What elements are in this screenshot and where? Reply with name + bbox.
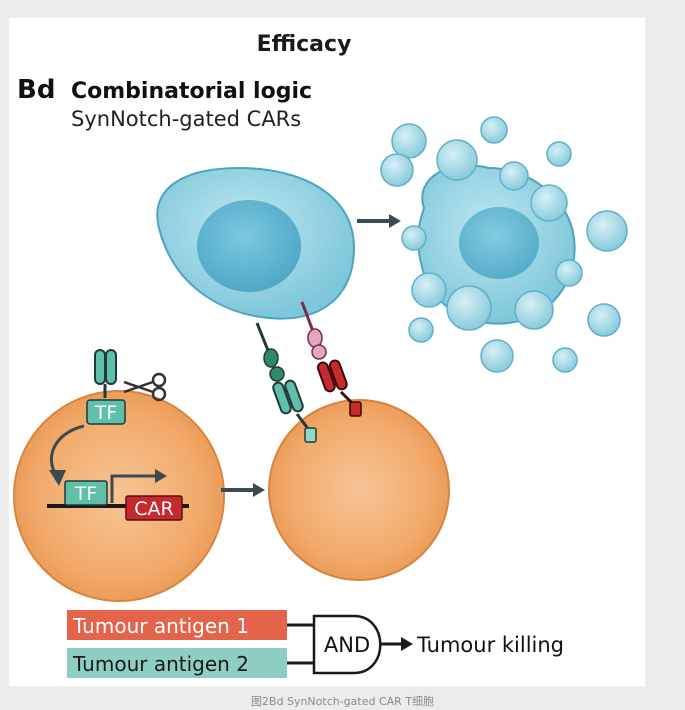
panel-subheading: SynNotch-gated CARs <box>71 107 301 131</box>
t-cell <box>156 166 356 320</box>
antigen-1-label: Tumour antigen 1 <box>72 614 249 638</box>
car-gene-box: CAR <box>125 495 183 521</box>
tumour-cell-target <box>268 399 450 581</box>
arrow-to-car-expression <box>221 483 265 497</box>
antigen-2-label: Tumour antigen 2 <box>72 652 249 676</box>
tf-gene-label: TF <box>74 483 98 505</box>
tf-gene-box: TF <box>64 480 108 506</box>
tf-protein-box: TF <box>86 399 126 425</box>
figure-title: Efficacy <box>257 32 352 57</box>
tf-protein-label: TF <box>94 402 118 424</box>
diagram-figure: Efficacy Bd Combinatorial logic SynNotch… <box>13 32 628 678</box>
dying-tumour-cell <box>380 116 628 373</box>
output-arrow <box>381 637 413 651</box>
car-receptor-engaged <box>300 301 362 417</box>
and-gate-label: AND <box>324 633 370 657</box>
figure-card: Efficacy Bd Combinatorial logic SynNotch… <box>9 18 645 686</box>
tumour-cell-primed <box>13 390 225 602</box>
and-gate: AND <box>312 614 382 675</box>
panel-heading: Combinatorial logic <box>71 79 312 104</box>
synnotch-receptor-engaged <box>255 322 317 443</box>
antigen-1-box: Tumour antigen 1 <box>67 610 287 640</box>
arrow-to-killing <box>357 214 401 228</box>
scissors-icon <box>123 372 167 402</box>
synnotch-receptor-cleaved <box>94 349 117 398</box>
t-cell-nucleus <box>197 200 301 292</box>
car-gene-label: CAR <box>134 498 173 520</box>
figure-caption: 图2Bd SynNotch-gated CAR T细胞 <box>250 695 435 708</box>
antigen-2-box: Tumour antigen 2 <box>67 648 287 678</box>
panel-label: Bd <box>17 75 55 105</box>
output-label: Tumour killing <box>416 633 564 657</box>
